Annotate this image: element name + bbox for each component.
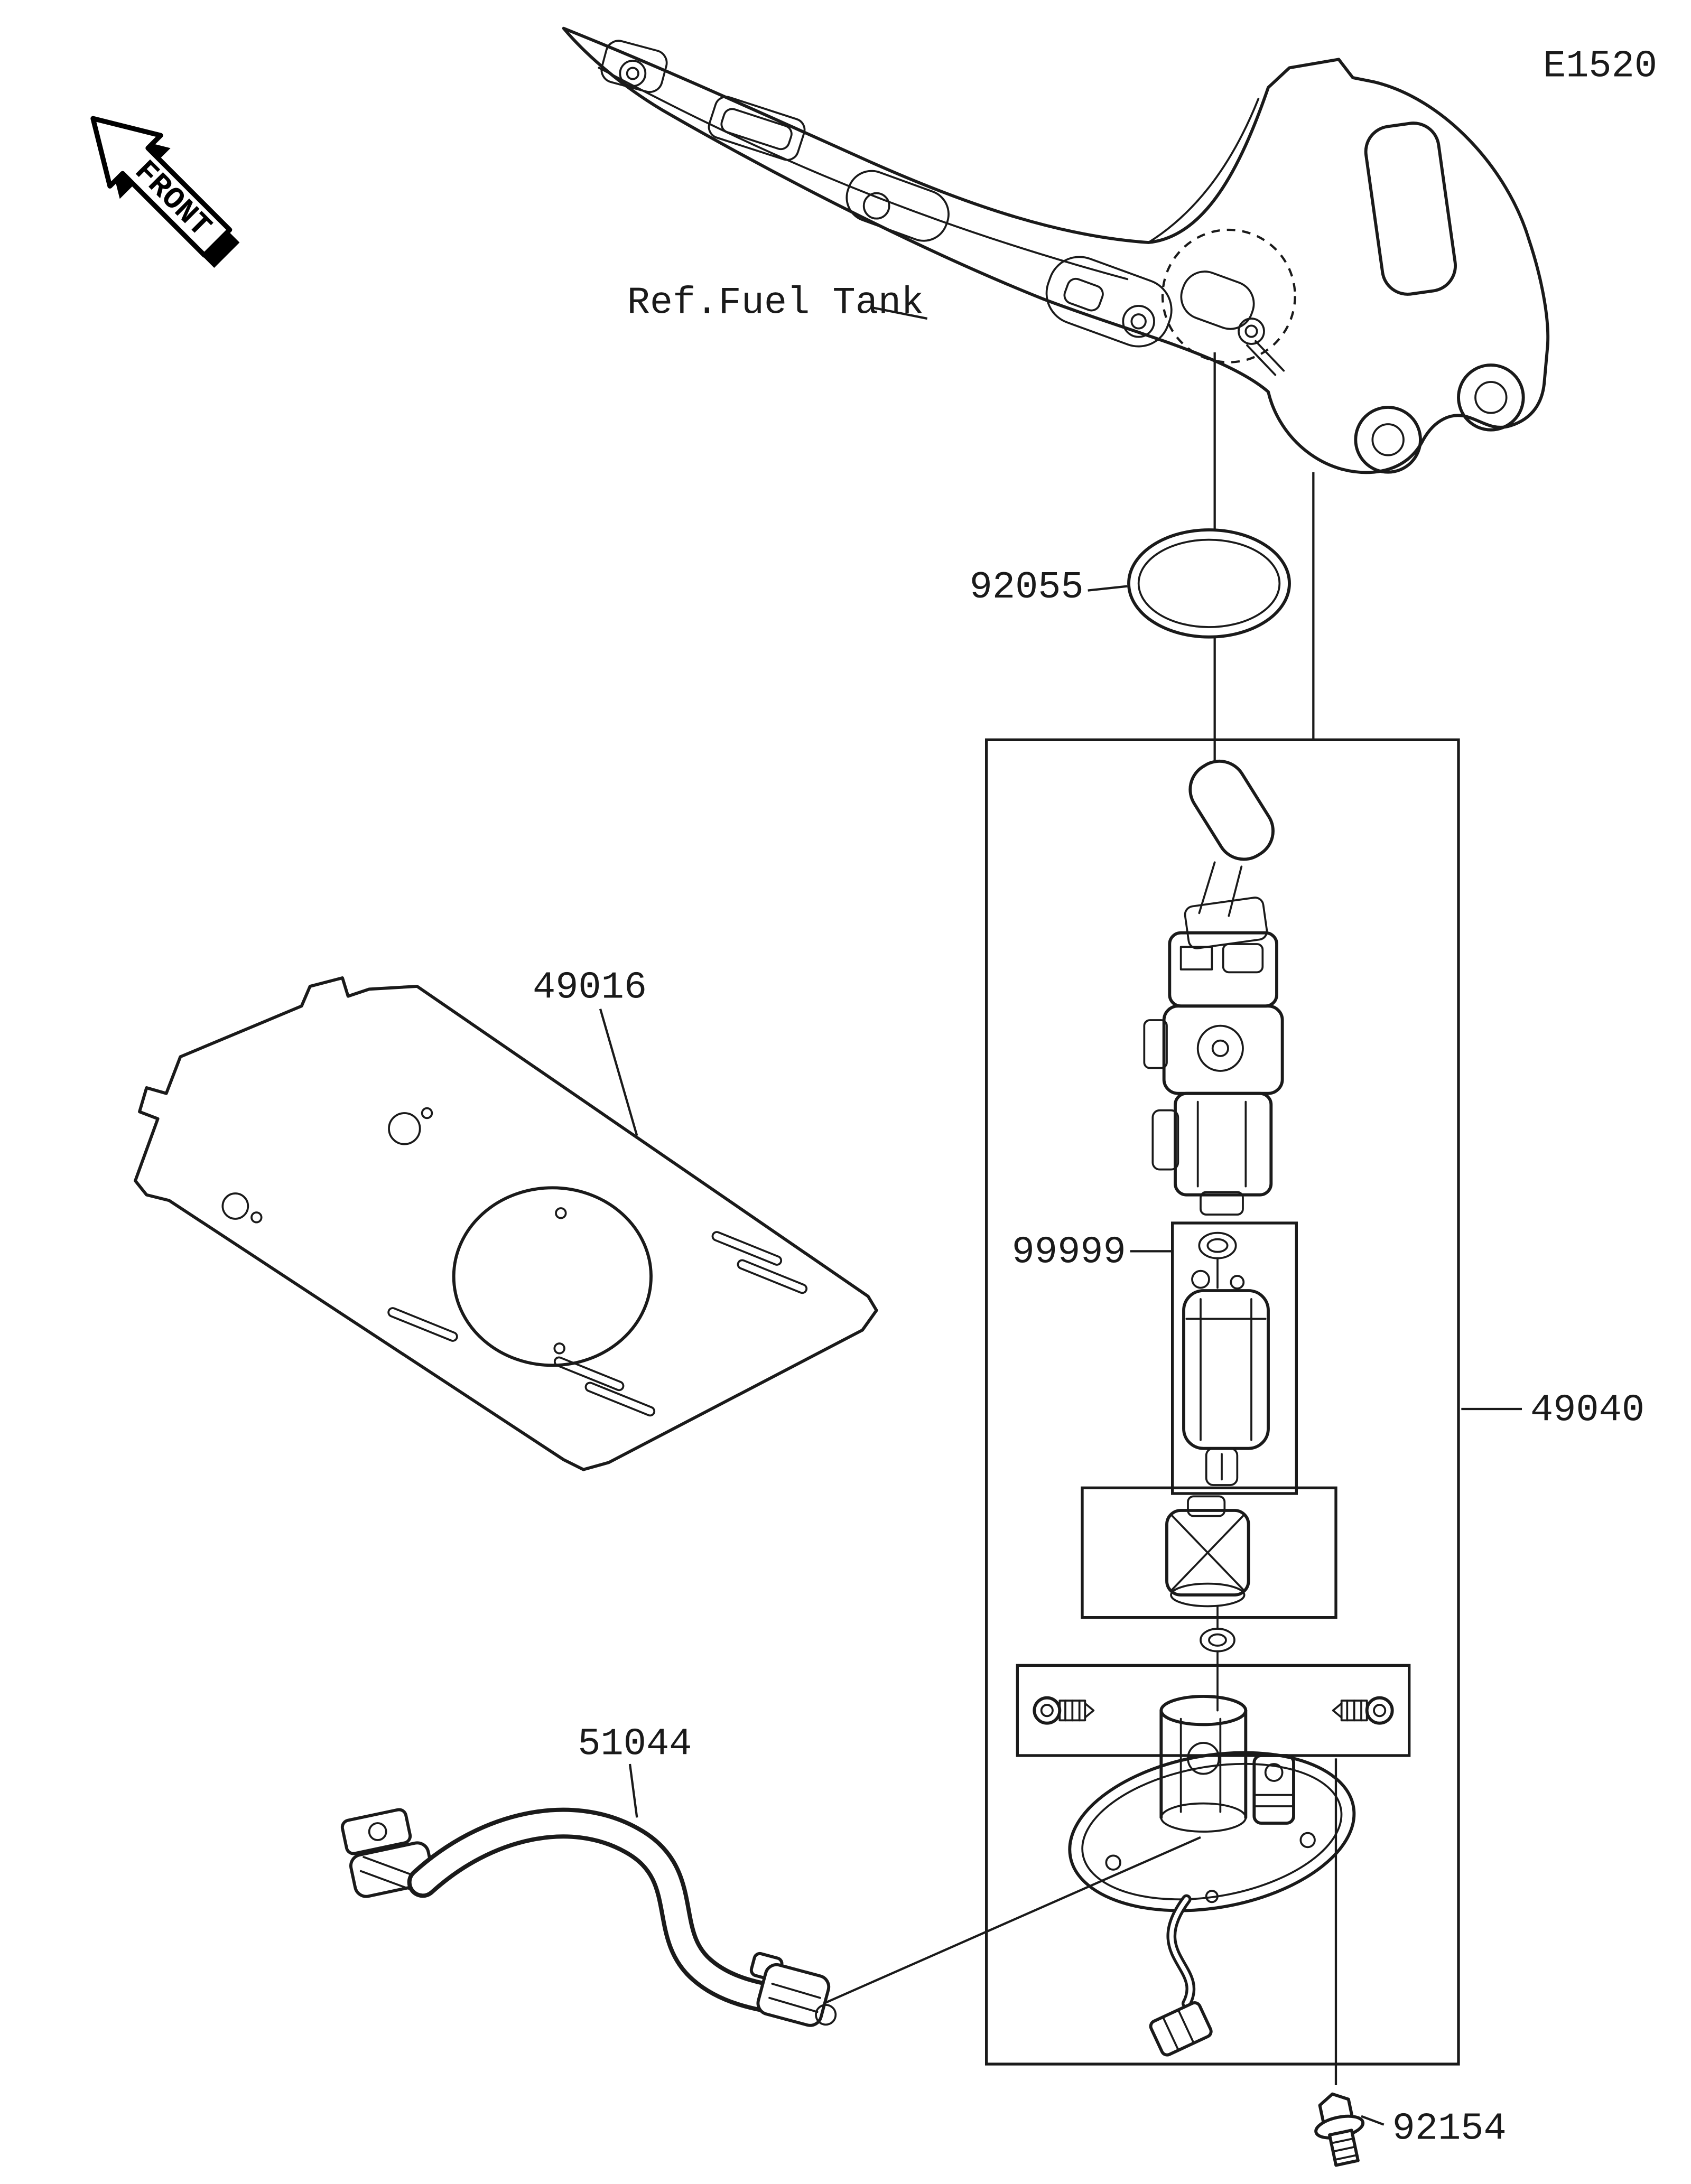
plate-center-hole [452, 1186, 653, 1367]
tank-inner-lip [598, 67, 1129, 281]
plate-hole-2 [221, 1192, 249, 1220]
tank-right-panel [1364, 122, 1457, 296]
screw-left [1033, 1696, 1095, 1725]
ref-fuel-tank-label: Ref.Fuel Tank [627, 281, 924, 324]
tank-bracket-rings [1354, 363, 1525, 474]
part-label-51044: 51044 [578, 1722, 692, 1766]
hose-tube-inner [411, 1812, 796, 2012]
flange-side-connector [1252, 1754, 1295, 1825]
part-label-49016: 49016 [533, 966, 647, 1009]
fuel-hose-51044: 51044 [340, 1722, 837, 2027]
plate-hole-1 [388, 1112, 421, 1145]
plate-outline [134, 976, 878, 1471]
pump-motor [1182, 1270, 1270, 1486]
filter-box [1081, 1486, 1337, 1619]
pump-upper-assembly [1143, 759, 1284, 1216]
front-arrow [90, 116, 233, 258]
pump-housing-mid [1162, 1004, 1284, 1095]
flange-base-assembly [1068, 1695, 1356, 2057]
wire-connector [1149, 2001, 1213, 2057]
plate-dot-1 [421, 1107, 433, 1119]
tank-tip-detail [600, 40, 668, 93]
plate-slots [387, 1231, 808, 1417]
screw-box [1016, 1664, 1411, 1757]
part-label-92055: 92055 [970, 566, 1084, 609]
ref-fuel-tank-leader [870, 306, 928, 320]
bolt-drawing [1314, 2092, 1365, 2167]
tank-slot-2 [846, 170, 950, 242]
hose-connection-line [816, 1836, 1201, 2008]
tank-slot-1 [708, 96, 806, 161]
plate-dot-3 [555, 1207, 567, 1219]
oring-92055: 92055 [970, 528, 1291, 639]
small-oring-bottom [1200, 1628, 1235, 1653]
flange-disc [1068, 1751, 1356, 1912]
connector-block [1184, 897, 1268, 949]
leader-92154 [1361, 2115, 1385, 2126]
front-direction-icon: FRONT [90, 116, 240, 268]
float-links [1198, 861, 1243, 917]
tank-outline [562, 26, 1550, 474]
filter-cap-assembly [1081, 1486, 1337, 1712]
hose-right-fitting [749, 1952, 837, 2027]
plate-49016: 49016 [134, 966, 878, 1471]
leader-92055 [1088, 585, 1128, 592]
tank-boss [1045, 256, 1173, 348]
float-cylinder [1188, 759, 1275, 861]
fuel-tank-drawing: Ref.Fuel Tank [562, 26, 1550, 474]
plate-dot-2 [250, 1211, 263, 1224]
filter-cap-body [1165, 1509, 1250, 1597]
assembly-box-49040 [984, 738, 1460, 2066]
small-oring-top [1198, 1231, 1237, 1259]
pump-housing-bottom [1174, 1091, 1273, 1197]
part-label-49040: 49040 [1530, 1388, 1644, 1432]
leader-49016 [599, 1009, 638, 1136]
flange-pump-column [1159, 1695, 1248, 1833]
tank-pump-opening [1161, 228, 1296, 376]
part-label-99999: 99999 [1012, 1231, 1126, 1274]
page-code: E1520 [1543, 44, 1657, 88]
screw-right [1332, 1696, 1394, 1725]
part-label-92154: 92154 [1392, 2107, 1507, 2150]
leader-51044 [628, 1763, 638, 1818]
screw-sub-box [1016, 1664, 1411, 1757]
front-label: FRONT [127, 154, 218, 245]
bolt-92154: 92154 [1314, 2092, 1507, 2167]
tank-ridge [1147, 98, 1260, 244]
wire-harness [1149, 1894, 1213, 2057]
pump-inner-kit-99999: 99999 [1012, 1221, 1298, 1495]
kit-box-99999 [1171, 1221, 1298, 1495]
plate-dot-4 [553, 1342, 565, 1355]
